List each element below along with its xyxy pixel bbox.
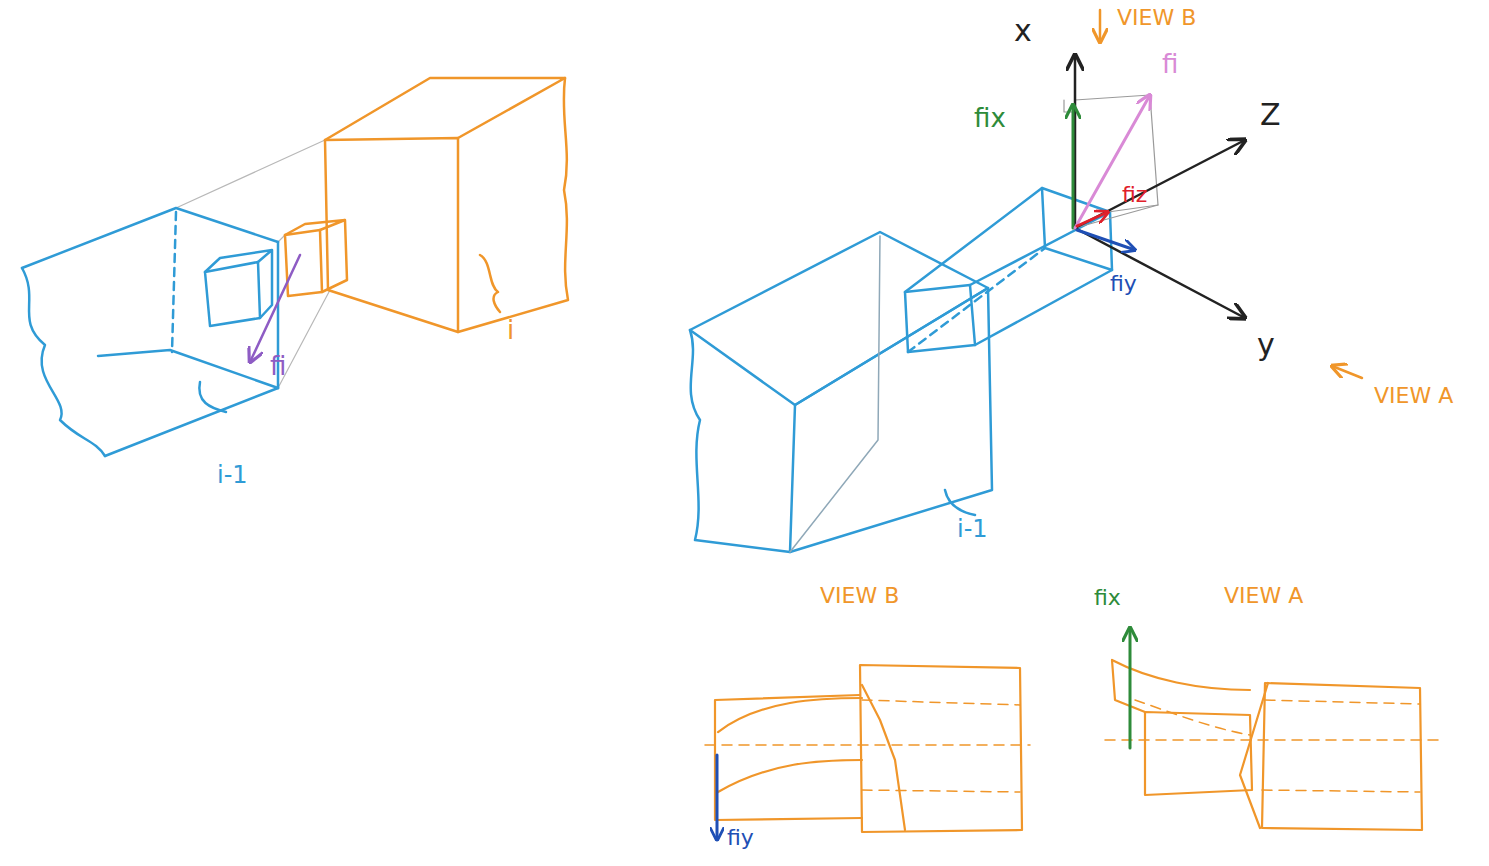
force-vector — [250, 255, 300, 362]
force-label: fi — [268, 352, 288, 381]
view-b-sketch — [860, 665, 1022, 832]
link-i-minus-1-block — [22, 208, 278, 456]
axis-label: x — [1012, 14, 1034, 47]
view-a-sketch — [1262, 700, 1420, 792]
link-i-block — [480, 255, 500, 312]
view-label: VIEW A — [1222, 584, 1305, 608]
force-components — [1077, 230, 1135, 250]
view-arrows — [1099, 10, 1102, 42]
force-component-arrow — [716, 755, 719, 840]
link-i-minus-1-block — [908, 248, 1045, 352]
force-components — [1077, 212, 1108, 226]
link-i-minus-1-block — [945, 490, 975, 515]
view-a-sketch — [1262, 683, 1422, 830]
link-i-minus-1-block — [690, 330, 790, 552]
coordinate-axes — [1075, 55, 1245, 318]
force-component-label: fix — [972, 104, 1008, 133]
link-i-minus-1-block — [205, 262, 260, 326]
view-a-sketch — [1105, 739, 1445, 741]
view-label: VIEW B — [1115, 6, 1198, 30]
coordinate-axes — [1074, 55, 1077, 228]
link-i-block — [285, 230, 322, 296]
force-component-label: fiy — [1108, 272, 1139, 296]
link-i-block — [325, 78, 565, 140]
link-i-minus-1-block — [105, 388, 278, 456]
force-vector — [250, 255, 300, 362]
coordinate-axes — [1075, 228, 1245, 318]
force-component-arrow — [1129, 628, 1132, 748]
link-i-minus-1-block — [22, 268, 105, 456]
force-component-label: fiy — [725, 826, 756, 850]
view-label: VIEW B — [818, 584, 901, 608]
link-i-minus-1-block — [22, 208, 278, 268]
link-i-block — [458, 78, 568, 332]
connector-lines — [176, 140, 330, 388]
view-b-sketch — [862, 700, 1020, 792]
axis-label: y — [1255, 328, 1277, 361]
link-i-minus-1-block — [690, 188, 1112, 552]
force-label: fi — [1160, 50, 1180, 79]
link-label: i — [505, 316, 516, 345]
view-b-sketch — [718, 698, 862, 732]
view-a-sketch — [1135, 700, 1250, 735]
link-label: i-1 — [215, 462, 250, 488]
link-i-minus-1-block — [905, 285, 975, 352]
link-i-minus-1-block — [790, 236, 880, 552]
link-i-minus-1-block — [98, 350, 278, 388]
view-b-sketch — [718, 760, 862, 792]
view-arrows — [1332, 366, 1362, 378]
force-components — [1073, 95, 1150, 250]
link-i-minus-1-block — [199, 382, 226, 412]
view-a-sketch — [1145, 712, 1252, 795]
link-i-block — [325, 138, 458, 332]
link-i-block — [285, 220, 347, 292]
connector-lines — [176, 140, 325, 208]
view-b-sketch — [705, 665, 1030, 832]
link-label: i-1 — [955, 516, 990, 542]
view-b-sketch — [705, 744, 1030, 746]
force-components — [1075, 95, 1150, 228]
force-components — [1072, 105, 1075, 228]
link-i-minus-1-block — [205, 250, 272, 318]
view-b-sketch — [862, 685, 905, 830]
view-a-sketch — [1105, 660, 1445, 830]
view-a-sketch — [1240, 683, 1268, 828]
force-component-arrow — [716, 755, 719, 840]
view-arrows — [1100, 10, 1362, 378]
view-b-sketch — [715, 695, 862, 820]
link-i-block — [285, 78, 568, 332]
force-component-arrow — [1129, 628, 1132, 748]
view-a-sketch — [1112, 660, 1250, 690]
view-label: VIEW A — [1372, 384, 1455, 408]
link-i-minus-1-block — [172, 212, 176, 352]
force-component-label: fiz — [1120, 183, 1149, 207]
force-component-label: fix — [1092, 586, 1123, 610]
axis-label: Z — [1258, 98, 1283, 131]
link-i-minus-1-block — [905, 188, 1112, 345]
